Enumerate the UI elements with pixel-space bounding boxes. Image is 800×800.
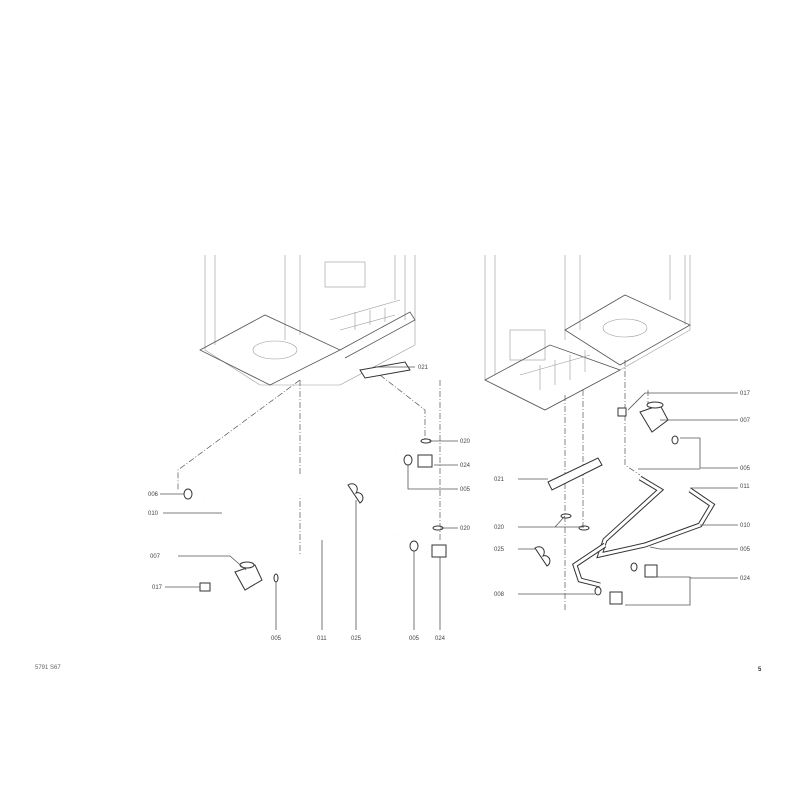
part-label: 010 xyxy=(740,523,751,529)
part-label: 007 xyxy=(740,418,751,424)
part-label: 005 xyxy=(740,466,751,472)
page-number: 5 xyxy=(758,667,762,673)
part-label: 005 xyxy=(740,547,751,553)
part-label: 024 xyxy=(435,636,446,642)
part-label: 011 xyxy=(317,636,327,642)
left-pipes xyxy=(177,361,447,592)
part-label: 005 xyxy=(460,487,471,493)
left-leader-lines xyxy=(160,366,458,630)
left-part-labels: 021 020 024 005 020 006 010 007 017 005 … xyxy=(148,365,471,642)
part-label: 008 xyxy=(494,592,505,598)
part-label: 010 xyxy=(148,511,159,517)
part-label: 020 xyxy=(460,439,471,445)
part-label: 021 xyxy=(418,365,429,371)
part-label: 006 xyxy=(148,492,159,498)
right-pipes xyxy=(534,360,716,610)
part-label: 025 xyxy=(494,547,505,553)
part-label: 024 xyxy=(460,463,471,469)
part-label: 007 xyxy=(150,554,161,560)
part-label: 005 xyxy=(409,636,420,642)
part-label: 020 xyxy=(460,526,471,532)
part-label: 025 xyxy=(351,636,362,642)
right-boiler-housing xyxy=(484,255,691,411)
part-label: 017 xyxy=(152,585,163,591)
part-label: 005 xyxy=(271,636,282,642)
part-label: 024 xyxy=(740,576,751,582)
part-label: 017 xyxy=(740,391,751,397)
part-label: 021 xyxy=(494,477,505,483)
right-part-labels: 017 007 005 011 010 021 020 025 005 024 … xyxy=(494,391,751,598)
part-label: 011 xyxy=(740,484,750,490)
part-label: 020 xyxy=(494,525,505,531)
right-leader-lines xyxy=(518,392,738,606)
document-code: 5791 S67 xyxy=(35,665,61,671)
